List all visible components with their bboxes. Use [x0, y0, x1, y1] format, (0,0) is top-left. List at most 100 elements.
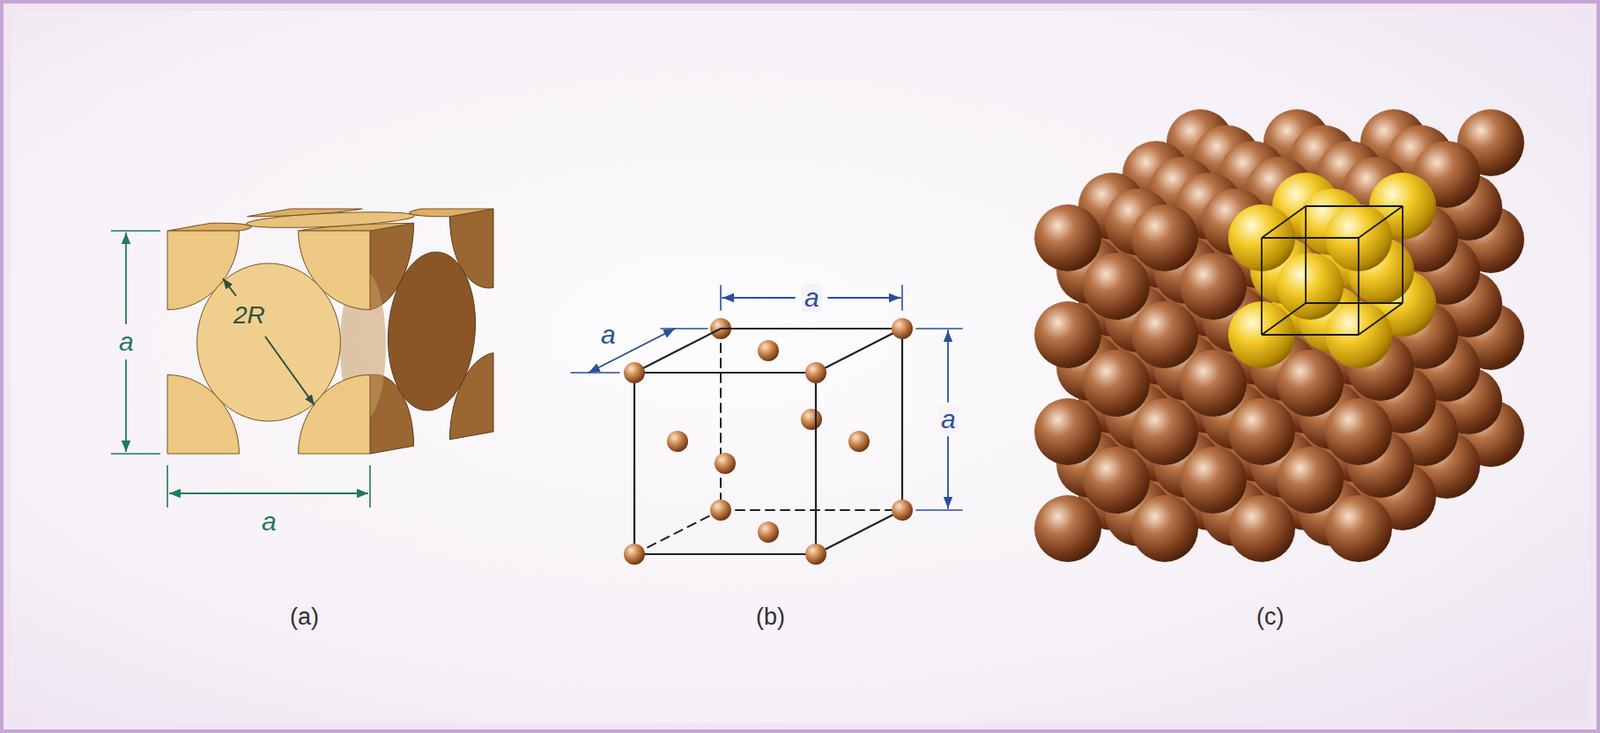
- atom: [1131, 204, 1199, 272]
- dimension-label: a: [801, 283, 823, 312]
- atom: [1276, 446, 1344, 514]
- hidden-edge: [719, 328, 722, 511]
- unit-cell-outline: [1260, 237, 1263, 335]
- label-slot: a: [938, 405, 959, 434]
- atom: [1131, 398, 1199, 466]
- unit-cell-atom: [1276, 252, 1344, 320]
- dimension-label: a: [938, 405, 959, 434]
- panel-caption: (c): [1253, 604, 1287, 630]
- atom: [805, 362, 827, 384]
- atom: [623, 362, 645, 384]
- atom: [1034, 301, 1102, 369]
- unit-cell-outline: [1261, 333, 1359, 336]
- hidden-edge: [634, 510, 721, 555]
- extension-line: [369, 465, 371, 508]
- extension-line: [111, 452, 161, 455]
- atom: [1179, 252, 1247, 320]
- unit-cell-outline: [1357, 237, 1360, 335]
- dimension-line: [125, 232, 127, 325]
- atom: [1082, 252, 1150, 320]
- panel-caption: (b): [753, 604, 788, 630]
- unit-cell-outline: [1305, 302, 1403, 304]
- panel-caption: (a): [287, 604, 322, 630]
- dimension-line: [169, 492, 369, 495]
- atom: [1034, 204, 1102, 272]
- extension-line: [719, 285, 722, 311]
- dimension-line: [722, 296, 795, 299]
- unit-cell-outline: [1401, 206, 1404, 304]
- label-slot: a: [801, 283, 823, 312]
- dimension-label: a: [116, 327, 137, 356]
- dimension-line: [947, 437, 949, 509]
- face-center-piece: [214, 212, 446, 229]
- label-slot: (c): [1253, 604, 1287, 630]
- reduced-sphere-cell: [570, 285, 963, 565]
- atom-aggregate: [1034, 109, 1525, 563]
- atom: [710, 499, 732, 521]
- extension-line: [166, 465, 169, 508]
- unit-cell-outline: [1261, 303, 1306, 335]
- atom: [1082, 446, 1150, 514]
- label-slot: a: [598, 320, 619, 349]
- diameter-arrow: [222, 278, 237, 297]
- atom: [1276, 349, 1344, 417]
- atom: [757, 340, 779, 362]
- unit-cell-outline: [1261, 206, 1306, 238]
- right-face-pieces: [370, 208, 494, 454]
- unit-cell-outline: [1261, 237, 1359, 239]
- atom: [1228, 495, 1296, 563]
- dimension-line: [125, 359, 127, 452]
- hard-sphere-cell: [111, 208, 494, 508]
- atom: [1131, 495, 1199, 563]
- label-slot: (a): [287, 604, 322, 630]
- unit-cell-outline: [1304, 206, 1307, 304]
- cube-edge: [634, 328, 903, 555]
- diameter-label: 2R: [230, 302, 268, 329]
- atom: [1034, 398, 1102, 466]
- extension-line: [916, 509, 963, 512]
- top-face-pieces: [167, 208, 494, 231]
- diameter-arrow: [265, 336, 315, 406]
- unit-cell-outline: [1358, 303, 1403, 335]
- extension-line: [660, 327, 708, 330]
- extension-line: [916, 327, 963, 330]
- dimension-label: a: [259, 507, 280, 536]
- label-slot: a: [259, 507, 280, 536]
- atom: [891, 318, 913, 340]
- extension-line: [111, 229, 161, 232]
- atom: [757, 521, 779, 543]
- unit-cell-outline: [1358, 206, 1403, 238]
- atom: [666, 430, 689, 452]
- unit-cell-outline: [1305, 205, 1403, 208]
- face-center-piece: [197, 263, 341, 422]
- label-slot: a: [116, 327, 137, 356]
- dimension-label: a: [598, 320, 619, 349]
- atom: [891, 499, 913, 521]
- atom: [1131, 301, 1199, 369]
- atom: [1034, 495, 1102, 563]
- label-slot: 2R: [230, 302, 268, 329]
- atom: [1082, 349, 1150, 417]
- face-center-piece: [387, 244, 475, 419]
- atom: [805, 543, 827, 565]
- dimension-line: [947, 330, 949, 402]
- cube-edge: [634, 372, 816, 555]
- atom: [1228, 398, 1296, 466]
- atom: [1325, 495, 1393, 563]
- atom: [623, 543, 645, 565]
- dimension-line: [828, 296, 901, 299]
- extension-line: [901, 285, 904, 311]
- atom: [714, 452, 736, 475]
- front-face-pieces: [167, 230, 371, 454]
- atom: [1179, 349, 1247, 417]
- atom: [1179, 446, 1247, 514]
- atom: [848, 430, 870, 452]
- hidden-edge: [720, 509, 903, 512]
- label-slot: (b): [753, 604, 788, 630]
- atom: [1325, 398, 1393, 466]
- extension-line: [570, 371, 620, 374]
- panel-ground: [10, 10, 1590, 723]
- atom: [800, 408, 823, 430]
